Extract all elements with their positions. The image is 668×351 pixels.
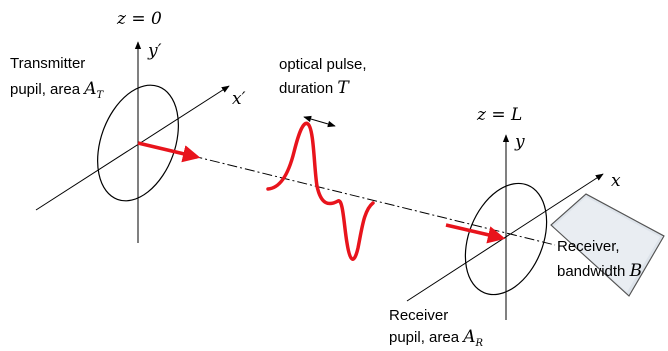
optical-axis xyxy=(139,142,556,246)
pulse-label-line1: optical pulse, xyxy=(279,56,367,73)
receiver-plane-label: z = L xyxy=(476,105,522,125)
transmitter-beam-arrow xyxy=(137,141,201,163)
transmitter-y-axis-label: y′ xyxy=(147,41,162,61)
transmitter-label-line2: pupil, area AT xyxy=(10,79,105,101)
receiver-y-axis-label: y xyxy=(514,132,525,152)
duration-arrow xyxy=(303,115,336,128)
transmitter-plane-label: z = 0 xyxy=(116,9,162,29)
receiver-box-line1: Receiver, xyxy=(557,238,620,255)
receiver-label-line2: pupil, area AR xyxy=(389,327,484,349)
receiver-box-line2: bandwidth B xyxy=(557,261,642,281)
transmitter-x-axis-label: x′ xyxy=(232,89,246,109)
receiver-label-line1: Receiver xyxy=(389,307,448,324)
transmitter-pupil xyxy=(97,84,179,202)
pulse-label-line2: duration T xyxy=(279,78,350,98)
receiver-x-axis-label: x xyxy=(611,171,621,191)
receiver-box xyxy=(550,193,665,297)
transmitter-x-axis xyxy=(35,85,230,211)
receiver-beam-arrow xyxy=(445,223,506,244)
receiver-pupil xyxy=(464,182,548,296)
transmitter-label-line1: Transmitter xyxy=(10,55,85,72)
transmitter-axes xyxy=(35,41,230,243)
optical-pulse-waveform xyxy=(266,121,375,261)
